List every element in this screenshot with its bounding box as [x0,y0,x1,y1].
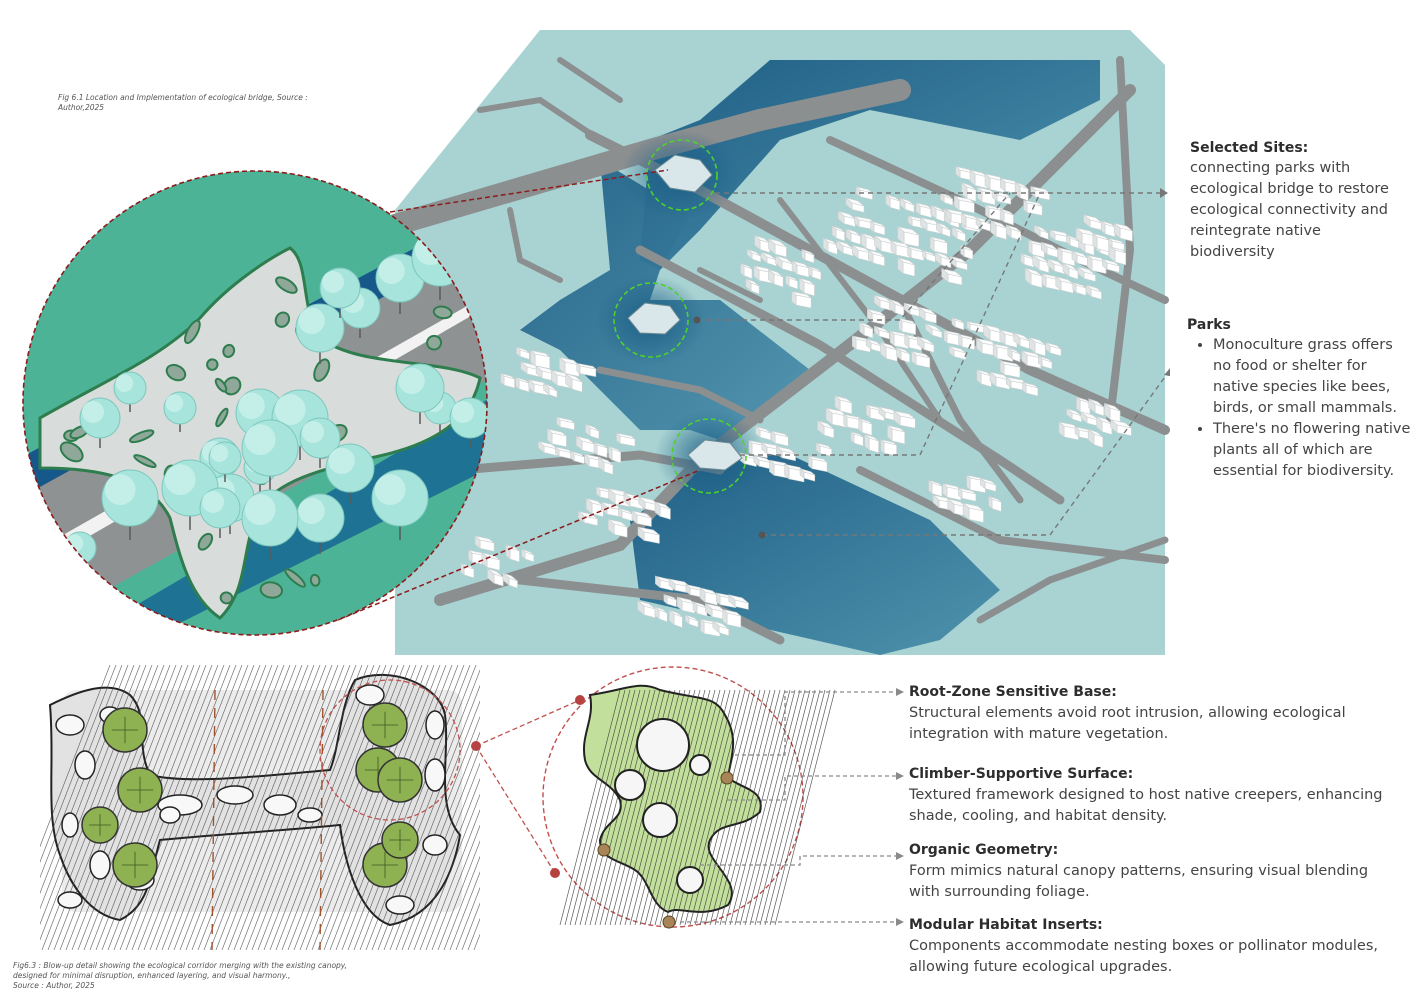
bottom-caption-line2: designed for minimal disruption, enhance… [13,971,291,980]
bridge-1 [654,154,713,193]
parks-bullet: There's no flowering native plants all o… [1213,419,1412,482]
top-figure-caption: Fig 6.1 Location and Implementation of e… [58,93,328,113]
bottom-figure-caption: Fig6.3 : Blow-up detail showing the ecol… [13,961,373,991]
leader-climber [727,775,898,801]
feature-modular: Modular Habitat Inserts: Components acco… [909,917,1399,978]
feature-text: Components accommodate nesting boxes or … [909,938,1379,975]
feature-title: Organic Geometry: [909,842,1059,858]
bottom-caption-line3: Source : Author, 2025 [13,981,95,990]
site-map [384,30,1170,655]
feature-title: Climber-Supportive Surface: [909,766,1134,782]
zoom-lines [337,169,701,621]
feature-title: Root-Zone Sensitive Base: [909,684,1117,700]
feature-text: Structural elements avoid root intrusion… [909,705,1346,742]
bottom-caption-line1: Fig6.3 : Blow-up detail showing the ecol… [13,961,348,970]
parks-title: Parks [1187,317,1231,333]
corridor-plan [40,665,480,950]
top-caption-line1: Fig 6.1 Location and Implementation of e… [58,93,308,102]
parks-bullets: Monoculture grass offers no food or shel… [1187,335,1412,482]
tree-canopy [63,226,487,572]
leader-parks [762,369,1170,536]
leader-root-zone [735,691,898,756]
bridge-zoom-circle [22,170,488,636]
site-ring-1 [646,139,718,211]
bridge-3 [687,439,743,471]
bridge-2 [627,302,681,335]
top-caption-line2: Author,2025 [58,103,105,112]
detail-connectors [471,666,904,929]
buildings [460,165,1133,637]
leader-site-3 [740,192,1041,456]
parks-bullet: Monoculture grass offers no food or shel… [1213,335,1412,419]
site-ring-3 [671,418,747,494]
selected-sites-title: Selected Sites: [1190,140,1309,156]
leader-organic [700,855,898,866]
leader-site-2 [697,192,1011,321]
feature-climber: Climber-Supportive Surface: Textured fra… [909,766,1399,827]
selected-sites-text: connecting parks with ecological bridge … [1190,160,1389,260]
feature-root-zone: Root-Zone Sensitive Base: Structural ele… [909,684,1399,745]
feature-title: Modular Habitat Inserts: [909,917,1103,933]
feature-text: Form mimics natural canopy patterns, ens… [909,863,1369,900]
site-ring-2 [613,282,689,358]
feature-text: Textured framework designed to host nati… [909,787,1383,824]
feature-organic: Organic Geometry: Form mimics natural ca… [909,842,1399,903]
parks-block: Parks Monoculture grass offers no food o… [1187,317,1412,482]
selected-sites-block: Selected Sites: connecting parks with ec… [1190,140,1405,263]
